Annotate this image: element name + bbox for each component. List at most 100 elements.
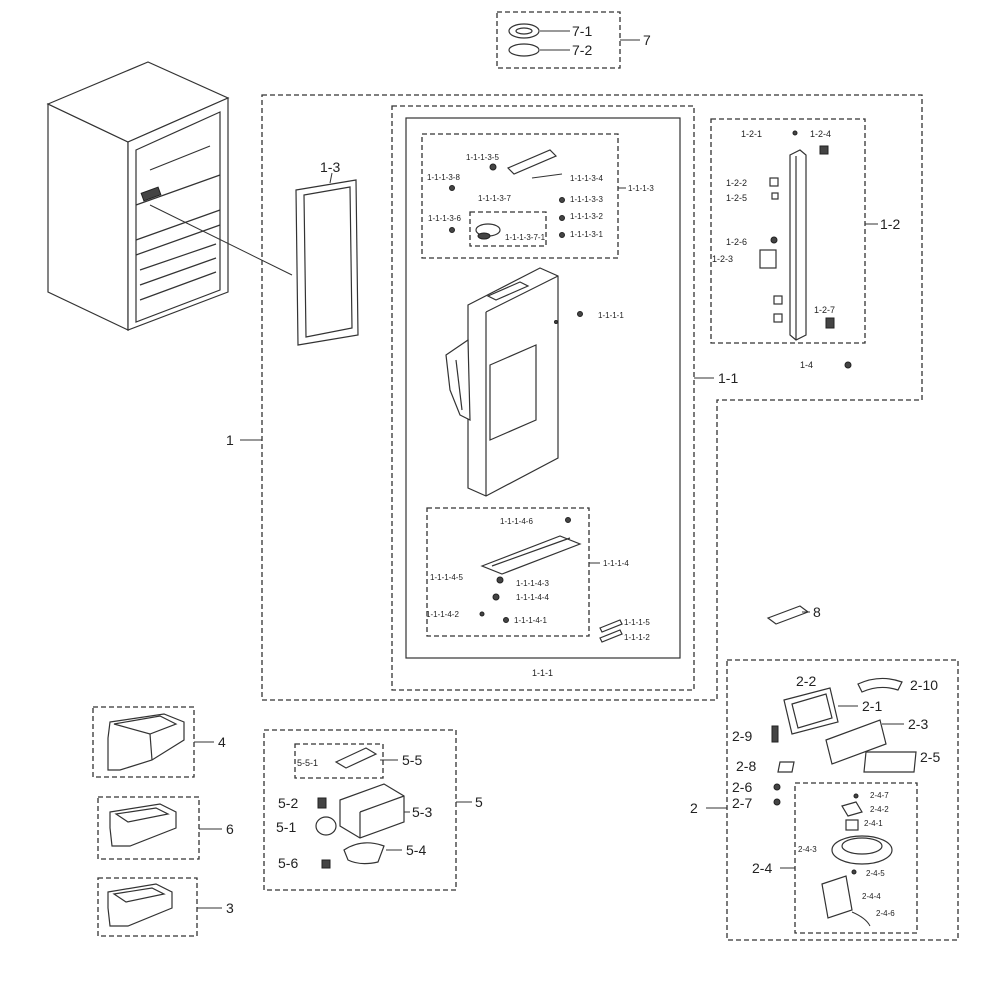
part-4-bin xyxy=(107,713,185,771)
label-1-1-1-3-6: 1-1-1-3-6 xyxy=(428,214,461,223)
label-4: 4 xyxy=(218,734,226,750)
label-1: 1 xyxy=(226,432,234,448)
label-2-4-6: 2-4-6 xyxy=(876,909,895,918)
label-1-2-1: 1-2-1 xyxy=(741,129,762,139)
label-7: 7 xyxy=(643,32,651,48)
label-5-6: 5-6 xyxy=(278,855,298,871)
part-5-5 xyxy=(334,747,378,769)
part-2-4-4 xyxy=(821,875,853,919)
label-2-6: 2-6 xyxy=(732,779,752,795)
refrigerator-cabinet xyxy=(46,61,293,331)
label-5-2: 5-2 xyxy=(278,795,298,811)
part-5-1 xyxy=(315,816,337,836)
label-1-1-1-4-5: 1-1-1-4-5 xyxy=(430,573,463,582)
label-1-1-1-4-6: 1-1-1-4-6 xyxy=(500,517,533,526)
label-1-1-1-3-5: 1-1-1-3-5 xyxy=(466,153,499,162)
group-1-1-1-box xyxy=(405,117,681,659)
label-1-2-2: 1-2-2 xyxy=(726,178,747,188)
label-8: 8 xyxy=(813,604,821,620)
group-1-box xyxy=(261,94,923,701)
label-2-7: 2-7 xyxy=(732,795,752,811)
label-2-4-7: 2-4-7 xyxy=(870,791,889,800)
label-1-1-1-3-7-1: 1-1-1-3-7-1 xyxy=(505,233,546,242)
group-2-box xyxy=(726,659,959,941)
group-6-box xyxy=(97,796,200,860)
label-1-1-1-4: 1-1-1-4 xyxy=(603,559,629,568)
label-1-1: 1-1 xyxy=(718,370,738,386)
group-1-1-1-3-box xyxy=(421,133,619,259)
label-1-1-1-4-2: 1-1-1-4-2 xyxy=(426,610,459,619)
label-2-4-5: 2-4-5 xyxy=(866,869,885,878)
part-6-bin xyxy=(109,803,177,847)
label-1-1-1-4-4: 1-1-1-4-4 xyxy=(516,593,549,602)
part-1-1-1-dispenser-door xyxy=(445,267,559,497)
label-1-2-4: 1-2-4 xyxy=(810,129,831,139)
group-5-box xyxy=(263,729,457,891)
label-2-4-2: 2-4-2 xyxy=(870,805,889,814)
label-1-1-1: 1-1-1 xyxy=(532,668,553,678)
label-2-4: 2-4 xyxy=(752,860,772,876)
label-1-1-1-3-3: 1-1-1-3-3 xyxy=(570,195,603,204)
part-1-1-1-4-panel xyxy=(480,535,582,575)
label-1-1-1-3-8: 1-1-1-3-8 xyxy=(427,173,460,182)
part-7-2 xyxy=(508,43,540,57)
group-3-box xyxy=(97,877,198,937)
part-1-2-handle xyxy=(789,149,807,341)
group-1-1-box xyxy=(391,105,695,691)
label-1-1-1-3-2: 1-1-1-3-2 xyxy=(570,212,603,221)
label-6: 6 xyxy=(226,821,234,837)
group-7-box xyxy=(496,11,621,69)
part-1-3-door-gasket xyxy=(295,179,359,346)
label-1-4: 1-4 xyxy=(800,360,813,370)
label-1-2-3: 1-2-3 xyxy=(712,254,733,264)
label-2-10: 2-10 xyxy=(910,677,938,693)
label-2-4-1: 2-4-1 xyxy=(864,819,883,828)
label-1-2: 1-2 xyxy=(880,216,900,232)
part-2-3 xyxy=(825,719,887,765)
label-1-1-1-3-1: 1-1-1-3-1 xyxy=(570,230,603,239)
label-1-1-1-4-1: 1-1-1-4-1 xyxy=(514,616,547,625)
label-2: 2 xyxy=(690,800,698,816)
part-2-10 xyxy=(857,677,903,693)
part-1-1-1-3-lever xyxy=(506,149,558,175)
label-1-1-1-4-3: 1-1-1-4-3 xyxy=(516,579,549,588)
label-1-1-1-3-4: 1-1-1-3-4 xyxy=(570,174,603,183)
part-8 xyxy=(766,605,810,625)
label-7-1: 7-1 xyxy=(572,23,592,39)
label-1-1-1-3: 1-1-1-3 xyxy=(628,184,654,193)
label-1-1-1-3-7: 1-1-1-3-7 xyxy=(478,194,511,203)
part-1-1-1-2 xyxy=(599,629,623,643)
label-1-1-1-2: 1-1-1-2 xyxy=(624,633,650,642)
label-5-4: 5-4 xyxy=(406,842,426,858)
label-2-9: 2-9 xyxy=(732,728,752,744)
label-2-1: 2-1 xyxy=(862,698,882,714)
group-5-5-box xyxy=(294,743,384,779)
label-2-3: 2-3 xyxy=(908,716,928,732)
group-1-1-1-4-box xyxy=(426,507,590,637)
label-2-4-3: 2-4-3 xyxy=(798,845,817,854)
label-5-1: 5-1 xyxy=(276,819,296,835)
label-5: 5 xyxy=(475,794,483,810)
label-1-1-1-5: 1-1-1-5 xyxy=(624,618,650,627)
label-2-4-4: 2-4-4 xyxy=(862,892,881,901)
part-1-1-1-5 xyxy=(599,619,623,633)
label-2-8: 2-8 xyxy=(736,758,756,774)
label-3: 3 xyxy=(226,900,234,916)
label-5-5-1: 5-5-1 xyxy=(297,758,318,768)
label-2-2: 2-2 xyxy=(796,673,816,689)
group-1-2-box xyxy=(710,118,866,344)
label-1-2-7: 1-2-7 xyxy=(814,305,835,315)
label-1-3: 1-3 xyxy=(320,159,340,175)
part-5-4 xyxy=(343,842,385,865)
label-5-5: 5-5 xyxy=(402,752,422,768)
label-1-2-5: 1-2-5 xyxy=(726,193,747,203)
label-5-3: 5-3 xyxy=(412,804,432,820)
label-1-1-1-1: 1-1-1-1 xyxy=(598,311,624,320)
group-2-4-box xyxy=(794,782,918,934)
label-1-2-6: 1-2-6 xyxy=(726,237,747,247)
part-5-3 xyxy=(339,783,405,839)
group-1-1-1-3-7-box xyxy=(469,211,547,247)
label-2-5: 2-5 xyxy=(920,749,940,765)
